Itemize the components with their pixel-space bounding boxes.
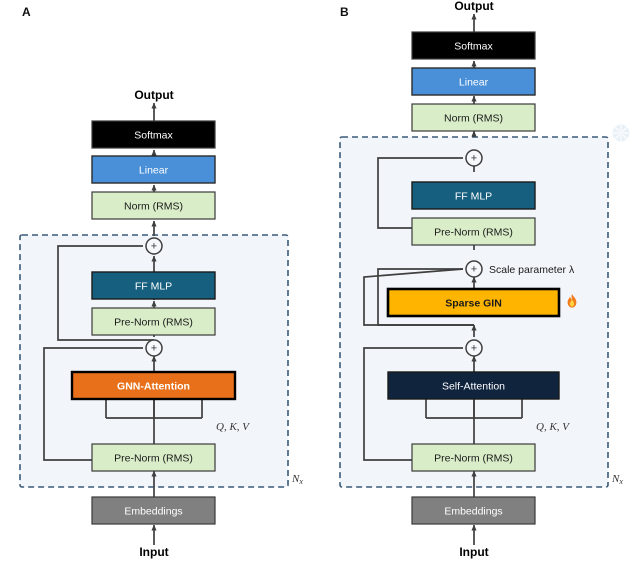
block-norm-rms-b[interactable]: Norm (RMS) xyxy=(411,103,536,132)
block-pre-norm-lower-a-label: Pre-Norm (RMS) xyxy=(114,452,193,464)
block-linear-b[interactable]: Linear xyxy=(411,67,536,96)
connector-spine-a xyxy=(43,102,203,545)
block-pre-norm-upper-b[interactable]: Pre-Norm (RMS) xyxy=(411,217,536,246)
fire-icon xyxy=(567,294,577,308)
output-label-a: Output xyxy=(134,88,173,102)
block-linear-a-label: Linear xyxy=(139,164,169,176)
block-pre-norm-lower-b-label: Pre-Norm (RMS) xyxy=(434,452,513,464)
qkv-label-a: Q, K, V xyxy=(216,421,250,433)
block-sparse-gin-b-label: Sparse GIN xyxy=(445,297,502,309)
block-embeddings-b-label: Embeddings xyxy=(444,505,502,517)
panel-letter-b: B xyxy=(340,5,349,19)
repeat-count-label-a: Nx xyxy=(291,473,303,486)
residual-add-node-top-b: + xyxy=(465,149,483,167)
block-pre-norm-upper-a[interactable]: Pre-Norm (RMS) xyxy=(91,307,216,336)
block-gnn-attention-a-label: GNN-Attention xyxy=(117,380,190,392)
block-sparse-gin-b[interactable]: Sparse GIN xyxy=(386,287,561,318)
plus-symbol: + xyxy=(471,343,477,355)
block-pre-norm-lower-a[interactable]: Pre-Norm (RMS) xyxy=(91,443,216,472)
residual-add-node-lower-a: + xyxy=(145,339,163,357)
block-softmax-a[interactable]: Softmax xyxy=(91,120,216,149)
block-embeddings-a-label: Embeddings xyxy=(124,505,182,517)
block-pre-norm-lower-b[interactable]: Pre-Norm (RMS) xyxy=(411,443,536,472)
block-pre-norm-upper-a-label: Pre-Norm (RMS) xyxy=(114,316,193,328)
block-ff-mlp-a[interactable]: FF MLP xyxy=(91,271,216,300)
block-ff-mlp-b-label: FF MLP xyxy=(455,190,492,202)
residual-add-node-scale-b: + xyxy=(465,260,483,278)
block-ff-mlp-b[interactable]: FF MLP xyxy=(411,181,536,210)
block-softmax-b-label: Softmax xyxy=(454,40,493,52)
input-label-a: Input xyxy=(139,545,168,559)
block-self-attention-b[interactable]: Self-Attention xyxy=(387,371,560,400)
block-linear-b-label: Linear xyxy=(459,76,489,88)
block-softmax-a-label: Softmax xyxy=(134,129,173,141)
output-label-b: Output xyxy=(454,0,493,13)
block-self-attention-b-label: Self-Attention xyxy=(442,380,505,392)
residual-add-node-upper-a: + xyxy=(145,237,163,255)
plus-symbol: + xyxy=(471,153,477,165)
repeat-count-label-b: Nx xyxy=(611,473,623,486)
snowflake-icon xyxy=(612,124,630,142)
block-gnn-attention-a[interactable]: GNN-Attention xyxy=(70,370,237,401)
plus-symbol: + xyxy=(151,241,157,253)
input-label-b: Input xyxy=(459,545,488,559)
residual-add-node-attn-b: + xyxy=(465,339,483,357)
block-norm-rms-b-label: Norm (RMS) xyxy=(444,112,503,124)
plus-symbol: + xyxy=(151,343,157,355)
panel-letter-a: A xyxy=(22,5,31,19)
block-norm-rms-a-label: Norm (RMS) xyxy=(124,200,183,212)
block-pre-norm-upper-b-label: Pre-Norm (RMS) xyxy=(434,226,513,238)
qkv-label-b: Q, K, V xyxy=(536,421,570,433)
block-softmax-b[interactable]: Softmax xyxy=(411,31,536,60)
plus-symbol: + xyxy=(471,264,477,276)
scale-parameter-label-b: Scale parameter λ xyxy=(489,264,575,276)
block-embeddings-a[interactable]: Embeddings xyxy=(91,496,216,525)
block-ff-mlp-a-label: FF MLP xyxy=(135,280,172,292)
block-linear-a[interactable]: Linear xyxy=(91,155,216,184)
block-norm-rms-a[interactable]: Norm (RMS) xyxy=(91,191,216,220)
block-embeddings-b[interactable]: Embeddings xyxy=(411,496,536,525)
